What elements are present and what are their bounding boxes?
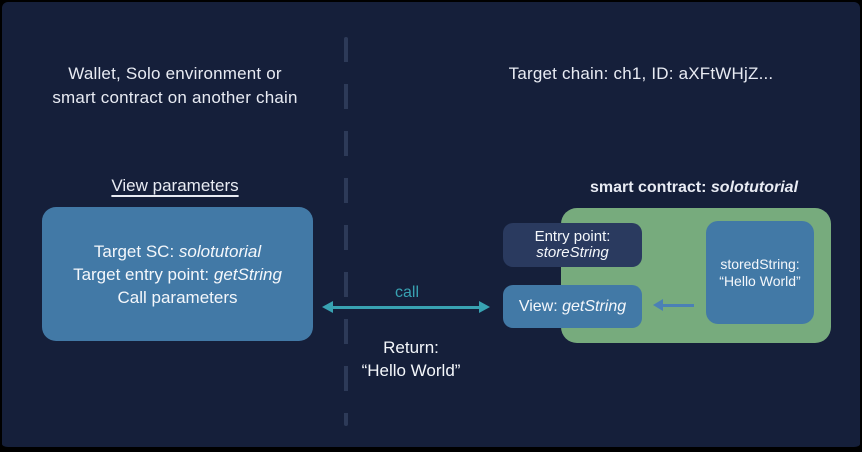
call-arrow-right-head-icon: [479, 301, 490, 313]
call-arrow-left-head-icon: [322, 301, 333, 313]
entry-point-box: Entry point: storeString: [503, 223, 642, 267]
return-label-line1: Return:: [383, 338, 439, 357]
return-label-line2: “Hello World”: [361, 361, 461, 380]
stored-string-box: storedString: “Hello World”: [706, 221, 814, 324]
stored-to-view-arrow: [662, 304, 694, 307]
entry-point-label: Entry point:: [534, 227, 611, 245]
view-parameters-heading: View parameters: [111, 176, 239, 195]
return-label: Return: “Hello World”: [331, 336, 491, 382]
view-function-box: View: getString: [503, 285, 642, 328]
view-parameters-box: Target SC: solotutorial Target entry poi…: [42, 207, 313, 341]
stored-to-view-arrow-head-icon: [653, 299, 663, 311]
smart-contract-title: smart contract: solotutorial: [589, 179, 799, 196]
target-sc-line: Target SC: solotutorial: [93, 241, 262, 261]
view-label: View: getString: [518, 297, 627, 315]
call-parameters-line: Call parameters: [117, 287, 238, 307]
entry-point-name: storeString: [536, 244, 609, 261]
call-arrow: [331, 306, 482, 309]
target-chain-title: Target chain: ch1, ID: aXFtWHjZ...: [508, 64, 774, 83]
caller-side-title: Wallet, Solo environment or smart contra…: [15, 62, 335, 109]
caller-side-title-line1: Wallet, Solo environment or: [68, 64, 282, 83]
call-label: call: [394, 284, 419, 301]
stored-string-label: storedString:: [720, 256, 800, 272]
target-entry-point-line: Target entry point: getString: [73, 264, 282, 284]
stored-string-value: “Hello World”: [719, 272, 801, 289]
chain-boundary-dashed-line: [344, 37, 348, 426]
caller-side-title-line2: smart contract on another chain: [52, 87, 298, 107]
